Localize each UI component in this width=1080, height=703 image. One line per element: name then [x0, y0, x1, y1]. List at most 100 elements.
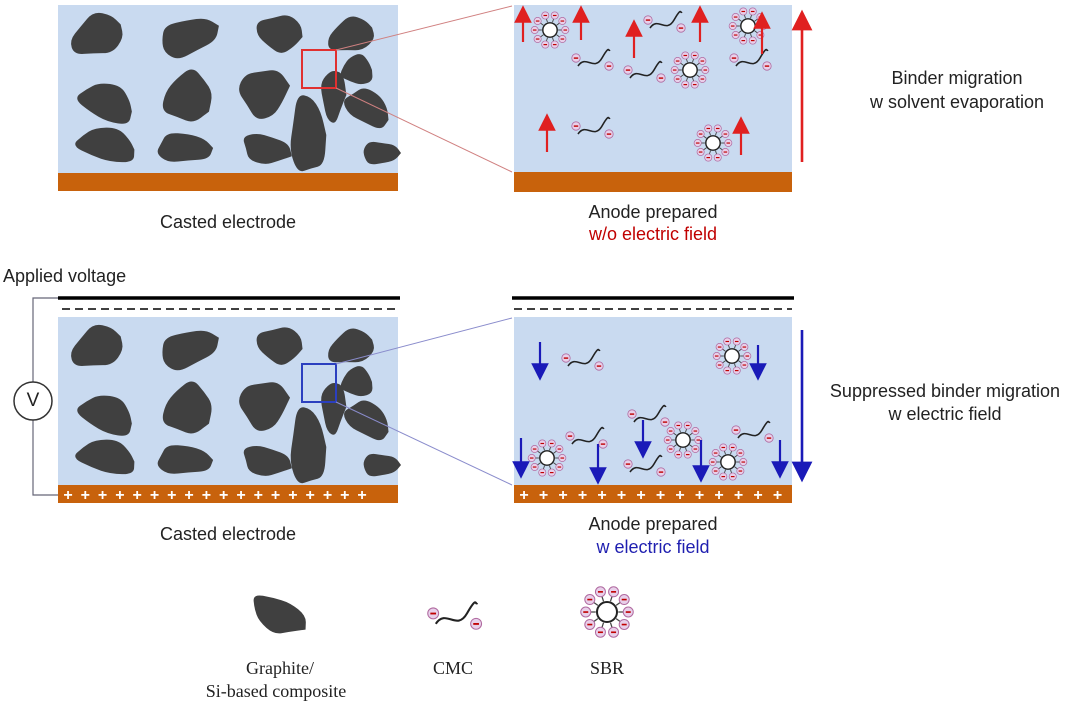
top-anode-label: Anode prepared: [588, 202, 718, 222]
minus-sign: [730, 446, 735, 449]
plus-charge: +: [578, 487, 587, 504]
cmc-chain: [571, 116, 614, 139]
minus-sign: [672, 69, 677, 71]
sbr-tail: [715, 150, 718, 155]
minus-sign: [706, 127, 711, 130]
particle: [363, 453, 401, 477]
minus-sign: [587, 598, 593, 601]
particle: [157, 445, 214, 474]
particle: [363, 141, 401, 165]
sbr-core: [720, 454, 736, 470]
sbr-tail: [609, 622, 613, 628]
cmc-chain: [427, 601, 483, 630]
minus-sign: [540, 472, 545, 474]
sbr-tail: [723, 450, 726, 455]
sbr-core: [682, 62, 698, 78]
particle: [239, 382, 291, 431]
voltmeter-symbol: V: [26, 390, 40, 411]
sbr-tail: [754, 30, 758, 34]
minus-sign: [683, 84, 688, 86]
sbr-tail: [727, 344, 730, 349]
minus-sign: [700, 78, 705, 80]
minus-sign: [658, 471, 664, 473]
circuit-wire: [32, 297, 58, 382]
minus-sign: [549, 442, 554, 445]
minus-sign: [721, 476, 726, 478]
minus-sign: [742, 364, 747, 366]
minus-sign: [563, 29, 568, 31]
sbr-tail: [553, 462, 557, 466]
minus-sign: [730, 25, 735, 27]
minus-sign: [596, 365, 602, 367]
plus-charge: +: [184, 487, 193, 504]
sbr-tail: [708, 150, 711, 155]
cmc-chain: [571, 48, 614, 71]
minus-sign: [658, 77, 664, 79]
sbr-particle: [663, 421, 703, 459]
minus-sign: [625, 463, 631, 465]
plus-charge: +: [753, 487, 762, 504]
minus-sign: [750, 40, 755, 42]
bottom-anode-label: Anode prepared: [588, 514, 718, 534]
sbr-tail: [738, 348, 742, 352]
minus-sign: [560, 457, 565, 459]
minus-sign: [606, 133, 612, 135]
sbr-tail: [553, 450, 557, 454]
anode-slurry: [514, 317, 792, 485]
sbr-tail: [673, 432, 677, 436]
sbr-tail: [556, 34, 560, 38]
minus-sign: [668, 448, 673, 450]
cmc-backbone: [735, 48, 769, 67]
plus-charge: +: [236, 487, 245, 504]
minus-sign: [685, 424, 690, 427]
plus-charge: +: [98, 487, 107, 504]
minus-sign: [734, 370, 739, 372]
minus-sign: [723, 133, 728, 135]
current-collector: [58, 485, 398, 503]
sbr-tail: [593, 601, 599, 606]
legend-graphite-particle: [253, 595, 306, 634]
sbr-tail: [615, 601, 621, 606]
zoom-line: [335, 317, 513, 365]
particle: [340, 54, 373, 85]
sbr-tail: [708, 131, 711, 136]
minus-sign: [710, 461, 715, 463]
minus-sign: [717, 364, 722, 366]
current-collector: [58, 173, 398, 191]
sbr-tail: [537, 450, 541, 454]
minus-sign: [695, 142, 700, 144]
minus-sign: [733, 429, 739, 431]
sbr-tail: [689, 444, 693, 448]
plus-charge: +: [597, 487, 606, 504]
sbr-tail: [719, 147, 723, 151]
minus-sign: [552, 14, 557, 17]
particle: [344, 88, 389, 129]
sbr-tail: [556, 22, 560, 26]
cmc-backbone: [629, 60, 663, 79]
sbr-tail: [738, 30, 742, 34]
top-side-line2: w solvent evaporation: [869, 92, 1045, 112]
minus-sign: [726, 142, 731, 144]
minus-sign: [573, 125, 579, 127]
minus-sign: [597, 631, 603, 634]
minus-sign: [606, 65, 612, 67]
legend-graphite-line2: Si-based composite: [205, 681, 347, 701]
minus-sign: [645, 19, 651, 21]
sbr-tail: [680, 62, 684, 66]
plus-charge: +: [167, 487, 176, 504]
legend-cmc-label: CMC: [432, 658, 474, 678]
minus-sign: [692, 84, 697, 86]
cmc-chain: [627, 404, 670, 427]
sbr-tail: [718, 454, 722, 458]
plus-charge: +: [714, 487, 723, 504]
minus-sign: [473, 623, 479, 625]
sbr-tail: [743, 14, 746, 19]
particle: [71, 324, 123, 366]
sbr-tail: [703, 135, 707, 139]
cmc-chain: [561, 348, 604, 371]
top-cast-label: Casted electrode: [159, 212, 297, 232]
minus-sign: [600, 443, 606, 445]
sbr-tail: [738, 360, 742, 364]
minus-sign: [738, 470, 743, 472]
